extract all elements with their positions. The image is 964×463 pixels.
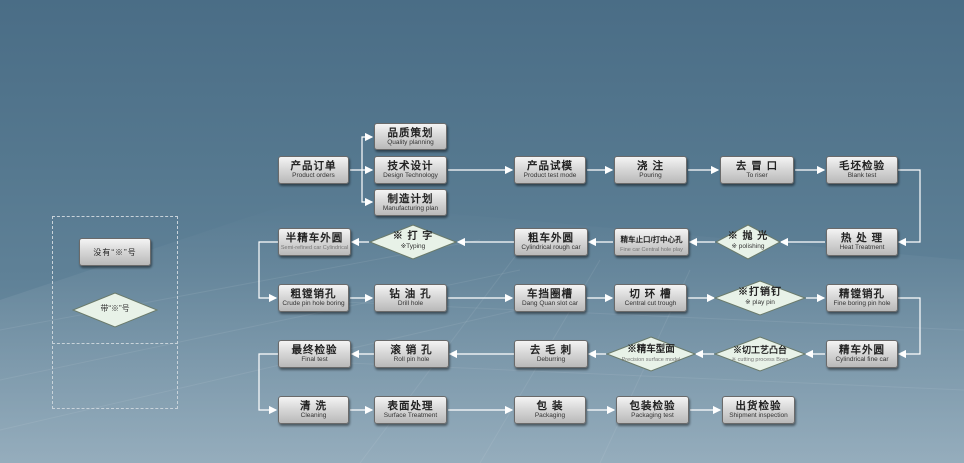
arrow (258, 353, 278, 415)
node-surface-treatment: 表面处理 Surface Treatment (374, 396, 447, 424)
node-pouring: 浇 注 Pouring (614, 156, 687, 184)
legend-divider (52, 343, 178, 344)
node-to-riser: 去 冒 口 To riser (720, 156, 794, 184)
node-central-hole: 精车止口/打中心孔 Fine car Central hole play (614, 228, 689, 256)
node-cleaning: 清 洗 Cleaning (278, 396, 349, 424)
node-packaging: 包 装 Packaging (514, 396, 586, 424)
node-fine-car: 精车外圆 Cylindrical fine car (826, 340, 898, 368)
arrow (361, 170, 374, 207)
arrow (258, 241, 278, 303)
node-shipment-inspection: 出货检验 Shipment inspection (722, 396, 795, 424)
diamond-precision-surface: ※精车型面 Precision surface model (606, 336, 696, 372)
node-slot-car: 车挡圈槽 Dang Quan slot car (514, 284, 586, 312)
arrow (361, 132, 374, 170)
node-product-orders: 产品订单 Product orders (278, 156, 349, 184)
node-deburring: 去 毛 刺 Deburring (514, 340, 588, 368)
legend-box (52, 216, 178, 409)
arrow (897, 297, 921, 359)
legend-diamond-sample: 带“※”号 (72, 292, 158, 328)
node-packaging-test: 包装检验 Packaging test (616, 396, 689, 424)
node-blank-test: 毛坯检验 Blank test (826, 156, 898, 184)
diamond-typing: ※ 打 字 ※Typing (369, 224, 457, 260)
node-semi-fine-car: 半精车外圆 Semi-refined car Cylindrical (278, 228, 351, 256)
diamond-play-pin: ※打销钉 ※ play pin (714, 280, 806, 316)
node-design-technology: 技术设计 Design Technology (374, 156, 447, 184)
node-cut-trough: 切 环 槽 Central cut trough (614, 284, 687, 312)
node-quality-planning: 品质策划 Quality planning (374, 123, 447, 150)
node-rough-car: 粗车外圆 Cylindrical rough car (514, 228, 588, 256)
node-heat-treatment: 热 处 理 Heat Treatment (826, 228, 898, 256)
diamond-polishing: ※ 抛 光 ※ polishing (715, 224, 781, 260)
arrow (897, 169, 921, 247)
node-manufacturing-plan: 制造计划 Manufacturing plan (374, 189, 447, 216)
node-fine-bore: 精镗销孔 Fine boring pin hole (826, 284, 898, 312)
diamond-cutting-boss: ※切工艺凸台 ※ cutting process Boss (714, 336, 806, 372)
legend-box-sample: 没有“※”号 (79, 238, 151, 266)
node-product-test-mode: 产品试模 Product test mode (514, 156, 586, 184)
node-rough-bore: 粗镗销孔 Crude pin hole boring (278, 284, 349, 312)
node-final-test: 最终检验 Final test (278, 340, 351, 368)
node-drill-hole: 钻 油 孔 Drill hole (374, 284, 447, 312)
node-roll-pin-hole: 滚 销 孔 Roll pin hole (374, 340, 449, 368)
